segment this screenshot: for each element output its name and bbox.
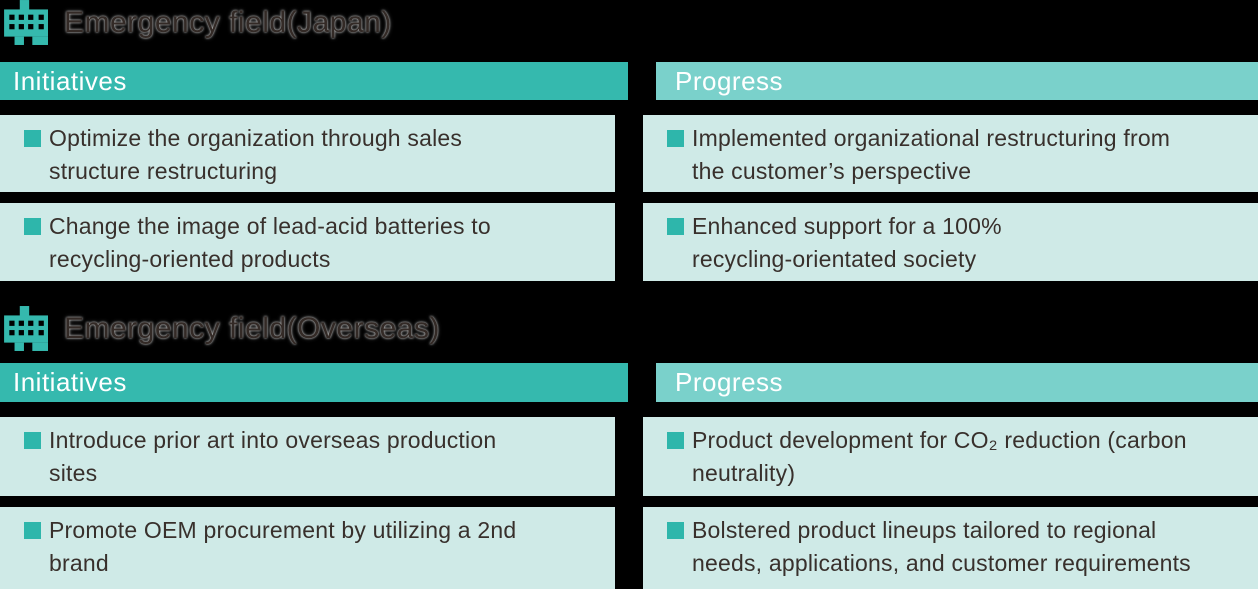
section-title: Emergency field(Japan) — [64, 5, 392, 39]
item-text: Product development for CO₂ reduction (c… — [692, 427, 1187, 486]
section-japan-title-row: Emergency field(Japan) — [0, 0, 1258, 45]
section-overseas-title-row: Emergency field(Overseas) — [0, 306, 1258, 351]
item-text: Enhanced support for a 100% recycling-or… — [692, 213, 1002, 272]
column-header-initiatives: Initiatives — [0, 363, 628, 402]
item-card: Change the image of lead-acid batteries … — [0, 203, 615, 281]
bullet-square-icon — [24, 218, 41, 235]
bullet-square-icon — [667, 432, 684, 449]
item-card: Product development for CO₂ reduction (c… — [643, 417, 1258, 496]
section-title: Emergency field(Overseas) — [64, 311, 440, 345]
item-card: Enhanced support for a 100% recycling-or… — [643, 203, 1258, 281]
item-card: Introduce prior art into overseas produc… — [0, 417, 615, 496]
item-card: Implemented organizational restructuring… — [643, 115, 1258, 192]
column-header-progress: Progress — [656, 363, 1258, 402]
building-icon — [4, 0, 48, 45]
item-text: Change the image of lead-acid batteries … — [49, 213, 491, 272]
japan-column-headers: Initiatives Progress — [0, 62, 1258, 100]
item-text: Implemented organizational restructuring… — [692, 125, 1171, 184]
bullet-square-icon — [24, 432, 41, 449]
japan-row-1: Optimize the organization through sales … — [0, 115, 1258, 192]
column-header-progress: Progress — [656, 62, 1258, 100]
bullet-square-icon — [24, 522, 41, 539]
japan-row-2: Change the image of lead-acid batteries … — [0, 203, 1258, 281]
item-card: Bolstered product lineups tailored to re… — [643, 507, 1258, 589]
item-text: Optimize the organization through sales … — [49, 125, 463, 184]
column-header-initiatives: Initiatives — [0, 62, 628, 100]
item-text: Bolstered product lineups tailored to re… — [692, 517, 1191, 576]
overseas-row-1: Introduce prior art into overseas produc… — [0, 417, 1258, 496]
item-text: Introduce prior art into overseas produc… — [49, 427, 497, 486]
overseas-row-2: Promote OEM procurement by utilizing a 2… — [0, 507, 1258, 589]
item-text: Promote OEM procurement by utilizing a 2… — [49, 517, 517, 576]
building-icon — [4, 306, 48, 351]
bullet-square-icon — [667, 522, 684, 539]
bullet-square-icon — [667, 218, 684, 235]
bullet-square-icon — [24, 130, 41, 147]
item-card: Optimize the organization through sales … — [0, 115, 615, 192]
bullet-square-icon — [667, 130, 684, 147]
overseas-column-headers: Initiatives Progress — [0, 363, 1258, 402]
item-card: Promote OEM procurement by utilizing a 2… — [0, 507, 615, 589]
